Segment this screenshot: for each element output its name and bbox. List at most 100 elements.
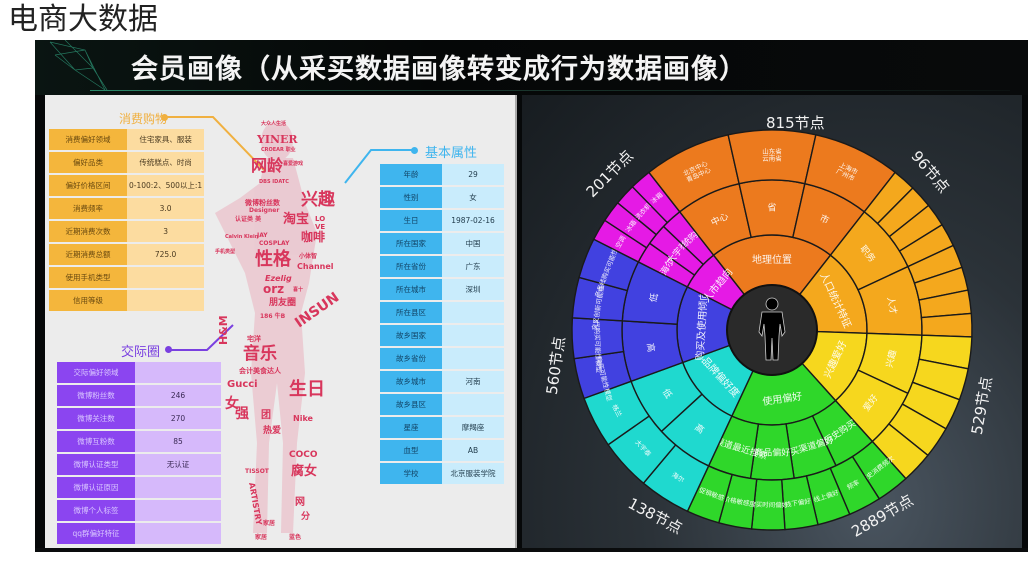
svg-text:Channel: Channel <box>297 262 334 271</box>
social-value <box>135 523 221 544</box>
basic-value: AB <box>442 440 504 461</box>
basic-key: 所在国家 <box>380 233 442 254</box>
sunburst-chart: 地理位置中心省市北京中心青岛中心山东省云南省上海市广州市人口统计特征职务人才兴趣… <box>571 129 973 531</box>
table-row: 故乡省份 <box>380 348 504 369</box>
basic-key: 故乡省份 <box>380 348 442 369</box>
consumption-value: 725.0 <box>127 244 205 265</box>
social-key: 微博认证原因 <box>57 477 135 498</box>
table-row: 性别女 <box>380 187 504 208</box>
svg-text:认证类 美: 认证类 美 <box>235 215 262 223</box>
social-connector-line <box>169 324 234 351</box>
consumption-key: 近期消费总额 <box>49 244 127 265</box>
consumption-value: 住宅家具、服装 <box>127 129 205 150</box>
svg-text:微博粉丝数: 微博粉丝数 <box>244 198 281 207</box>
svg-text:喜十: 喜十 <box>293 286 303 293</box>
svg-text:Ezelig: Ezelig <box>265 274 292 283</box>
consumption-key: 偏好品类 <box>49 152 127 173</box>
social-value: 无认证 <box>135 454 221 475</box>
svg-text:JAY: JAY <box>256 232 268 239</box>
mesh-decoration-icon <box>49 40 108 91</box>
consumption-connector-dot <box>161 114 168 121</box>
table-row: 故乡城市河南 <box>380 371 504 392</box>
table-row: 所在县区 <box>380 302 504 323</box>
consumption-key: 使用手机类型 <box>49 267 127 288</box>
basic-key: 星座 <box>380 417 442 438</box>
basic-key: 所在县区 <box>380 302 442 323</box>
consumption-value: 传统糕点、时尚 <box>127 152 205 173</box>
basic-value: 中国 <box>442 233 504 254</box>
consumption-key: 消费频率 <box>49 198 127 219</box>
slide-title: 会员画像（从采买数据画像转变成行为数据画像） <box>131 54 747 85</box>
sunburst-mid-label: 高 <box>645 342 658 353</box>
basic-value: 北京服装学院 <box>442 463 504 484</box>
basic-value: 广东 <box>442 256 504 277</box>
svg-text:热爱: 热爱 <box>263 424 281 436</box>
sunburst-outer-label: 线下偏好 <box>784 496 812 509</box>
svg-text:DBS IDATC: DBS IDATC <box>259 179 289 185</box>
svg-text:家居: 家居 <box>263 519 275 527</box>
slide-header: 会员画像（从采买数据画像转变成行为数据画像） <box>35 40 1028 95</box>
basic-key: 血型 <box>380 440 442 461</box>
svg-text:朋友圈: 朋友圈 <box>268 296 296 308</box>
sunburst-inner-label: 购买及使用倾向 <box>693 290 710 361</box>
sunburst-outer-segment[interactable] <box>631 171 681 224</box>
social-key: 交际偏好领域 <box>57 362 135 383</box>
consumption-value <box>127 267 205 288</box>
basic-value: 女 <box>442 187 504 208</box>
sunburst-mid-label: 商品偏好 <box>754 446 790 458</box>
basic-connector-dot <box>411 147 418 154</box>
svg-text:兴趣: 兴趣 <box>301 189 336 210</box>
basic-key: 所在城市 <box>380 279 442 300</box>
svg-text:Designer: Designer <box>249 207 279 214</box>
basic-key: 所在省份 <box>380 256 442 277</box>
svg-text:网: 网 <box>295 496 305 508</box>
basic-value: 河南 <box>442 371 504 392</box>
table-row: 故乡县区 <box>380 394 504 415</box>
social-key: 微博认证类型 <box>57 454 135 475</box>
basic-value <box>442 325 504 346</box>
table-row: 信用等级 <box>49 290 205 311</box>
svg-text:宅洋: 宅洋 <box>247 334 261 343</box>
sunburst-mid-label: 省 <box>767 201 776 213</box>
basic-value <box>442 394 504 415</box>
consumption-connector-line <box>165 116 266 172</box>
table-row: 所在国家中国 <box>380 233 504 254</box>
basic-key: 年龄 <box>380 164 442 185</box>
svg-text:COSPLAY: COSPLAY <box>259 240 290 247</box>
svg-text:手机类型: 手机类型 <box>215 248 235 255</box>
svg-text:分: 分 <box>301 510 310 522</box>
page-title: 电商大数据 <box>8 2 158 37</box>
svg-text:家居: 家居 <box>255 533 267 541</box>
table-row: 微博个人标签 <box>57 500 221 521</box>
basic-key: 故乡城市 <box>380 371 442 392</box>
table-row: 故乡国家 <box>380 325 504 346</box>
header-divider <box>90 90 1010 91</box>
social-value: 85 <box>135 431 221 452</box>
social-connector-dot <box>165 346 172 353</box>
table-row: 偏好品类传统糕点、时尚 <box>49 152 205 173</box>
basic-connector-line <box>344 149 413 184</box>
svg-text:音乐: 音乐 <box>243 343 277 364</box>
table-row: 星座摩羯座 <box>380 417 504 438</box>
table-row: 微博认证类型无认证 <box>57 454 221 475</box>
basic-value: 29 <box>442 164 504 185</box>
behavior-sunburst-panel: 地理位置中心省市北京中心青岛中心山东省云南省上海市广州市人口统计特征职务人才兴趣… <box>522 95 1022 548</box>
person-silhouette-icon <box>758 297 786 361</box>
sunburst-outer-segment[interactable] <box>920 312 973 338</box>
consumption-value: 3.0 <box>127 198 205 219</box>
svg-text:orz: orz <box>263 282 284 296</box>
basic-value <box>442 302 504 323</box>
svg-text:性格: 性格 <box>255 248 292 270</box>
svg-text:186 牛B: 186 牛B <box>260 312 286 320</box>
svg-text:女: 女 <box>225 395 239 412</box>
consumption-key: 消费偏好领域 <box>49 129 127 150</box>
table-row: 所在城市深圳 <box>380 279 504 300</box>
